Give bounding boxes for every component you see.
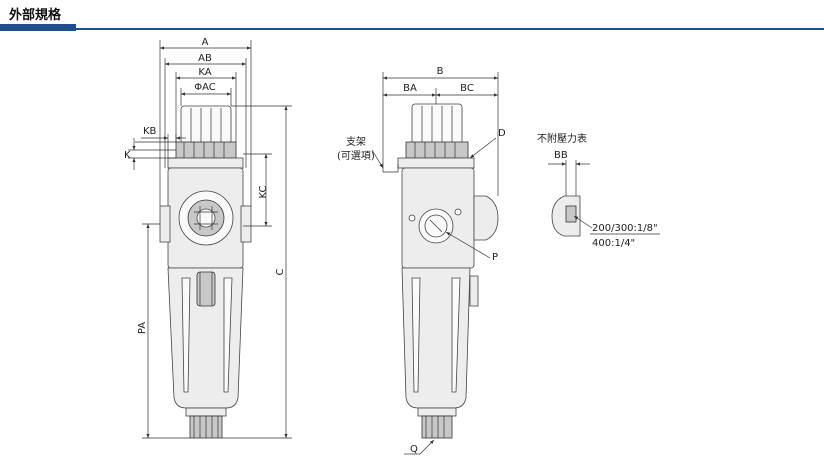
bracket	[383, 164, 399, 173]
dim-label-pa: PA	[137, 322, 148, 334]
front-body	[159, 167, 252, 269]
dim-label-kc: KC	[258, 185, 269, 198]
side-lock-ring	[397, 157, 475, 169]
side-bowl	[401, 267, 479, 409]
label-bracket: 支架	[346, 136, 366, 148]
dim-label-c: C	[275, 268, 286, 275]
gauge-view: 不附壓力表 BB 200/300:1/8" 400:1/4"	[537, 132, 660, 249]
label-d: D	[498, 128, 506, 139]
front-drain	[185, 407, 227, 439]
dim-label-a: A	[202, 37, 209, 48]
gauge-spec-2: 400:1/4"	[592, 238, 635, 249]
front-lock-ring	[167, 157, 244, 169]
dim-label-kb: KB	[143, 126, 157, 137]
dim-label-bb: BB	[554, 150, 568, 161]
side-drain	[417, 407, 457, 439]
section-header: 外部規格	[0, 0, 824, 34]
dim-label-ac: ΦAC	[194, 82, 216, 93]
front-knob	[175, 105, 237, 159]
header-accent-bar	[0, 24, 76, 31]
dim-label-ba: BA	[403, 83, 417, 94]
dim-label-k: K	[124, 150, 131, 161]
side-knob	[405, 103, 469, 159]
section-title: 外部規格	[9, 8, 62, 23]
header-rule	[76, 28, 824, 30]
dim-label-b: B	[437, 66, 444, 77]
label-p: P	[492, 252, 498, 263]
front-view: A AB KA ΦAC KB K KC	[124, 37, 292, 439]
dim-label-ka: KA	[198, 67, 211, 78]
side-view: B BA BC D 支架 (可選項) P Q	[337, 66, 506, 455]
side-body	[401, 167, 499, 269]
gauge-port-plug	[565, 205, 577, 223]
label-bracket-note: (可選項)	[337, 149, 375, 162]
gauge-title: 不附壓力表	[537, 132, 587, 145]
dim-label-bc: BC	[460, 83, 474, 94]
label-q: Q	[410, 444, 418, 455]
dim-label-ab: AB	[198, 53, 212, 64]
front-bowl	[167, 267, 244, 409]
gauge-spec-1: 200/300:1/8"	[592, 223, 658, 234]
